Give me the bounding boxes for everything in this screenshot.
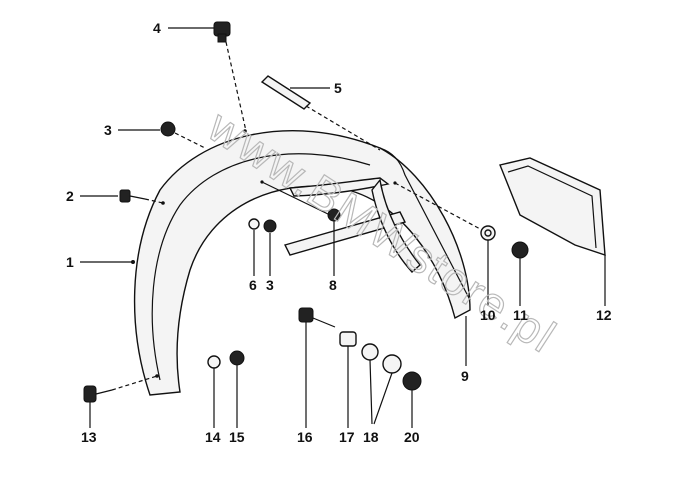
part-3-nut-mid	[263, 219, 277, 233]
label-5: 5	[334, 80, 342, 96]
part-15-nut	[229, 350, 245, 366]
leader-5	[305, 105, 381, 151]
label-10: 10	[480, 307, 496, 323]
label-11: 11	[513, 307, 528, 323]
part-11-nut	[511, 241, 529, 259]
label-6: 6	[249, 277, 257, 293]
label-4: 4	[153, 20, 161, 36]
part-3-nut-top	[160, 121, 176, 137]
label-2: 2	[66, 188, 74, 204]
part-14-washer	[207, 355, 221, 369]
part-13-bolt	[83, 385, 113, 403]
part-17-spacer	[339, 331, 357, 347]
label-16: 16	[297, 429, 313, 445]
label-8: 8	[329, 277, 337, 293]
label-13: 13	[81, 429, 97, 445]
part-numbers: 4 5 3 2 1 6 3 8 10 11 12 9 13 14 15 16 1…	[66, 20, 612, 445]
part-2-screw	[119, 189, 146, 203]
label-20: 20	[404, 429, 420, 445]
mudguard	[131, 129, 471, 396]
leader-3a	[174, 132, 206, 149]
label-12: 12	[596, 307, 612, 323]
part-4-plug	[213, 21, 231, 43]
part-5-rod	[260, 75, 312, 110]
part-20-nut	[402, 371, 422, 391]
label-15: 15	[229, 429, 245, 445]
callout-lines	[80, 27, 606, 428]
label-17: 17	[339, 429, 355, 445]
label-14: 14	[205, 429, 221, 445]
mudflap	[499, 157, 606, 256]
leader-10	[394, 182, 483, 231]
leader-2	[144, 198, 164, 204]
part-6-washer	[248, 218, 260, 230]
part-8-bolt	[327, 208, 341, 232]
label-18: 18	[363, 429, 379, 445]
part-18-washer-b	[382, 354, 402, 374]
part-18-washer-a	[361, 343, 379, 361]
label-9: 9	[461, 368, 469, 384]
label-1: 1	[66, 254, 74, 270]
label-3-top: 3	[104, 122, 112, 138]
part-16-bolt	[298, 307, 336, 328]
label-3-mid: 3	[266, 277, 274, 293]
part-10-washer-hole	[484, 229, 492, 237]
leader-13	[111, 375, 158, 391]
leader-4	[225, 41, 247, 132]
